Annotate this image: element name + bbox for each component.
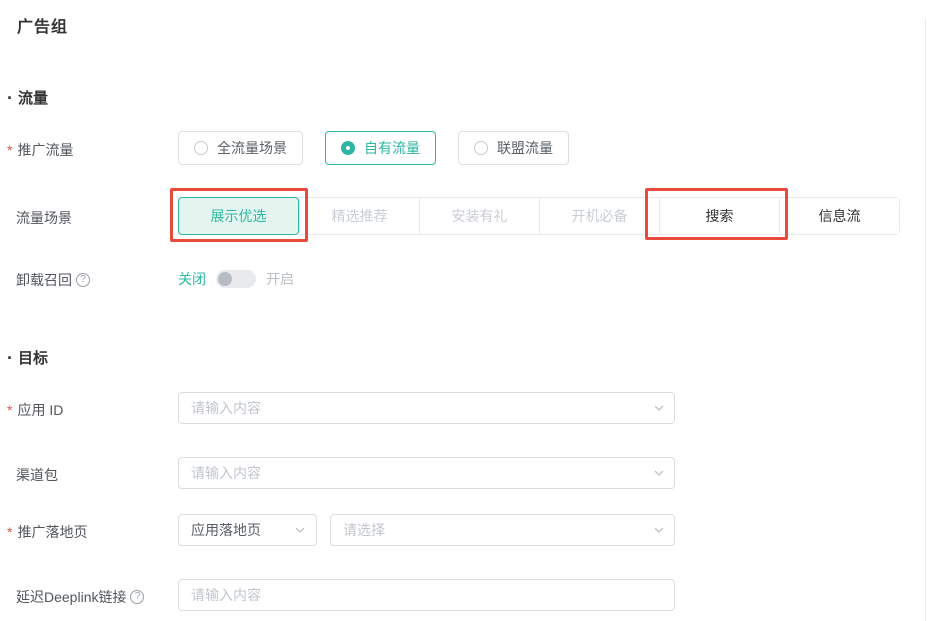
landing-page-select-input[interactable] [330,514,675,546]
channel-package-input[interactable] [178,457,675,489]
deeplink-field [178,579,675,611]
switch-off-label: 关闭 [178,271,206,287]
section-title-traffic: 流量 [18,90,49,107]
uninstall-recall-label: 卸载召回 ? [16,270,90,290]
landing-page-field [330,514,675,546]
panel-right-edge [925,18,926,621]
radio-option-alliance-traffic[interactable]: 联盟流量 [458,131,569,165]
channel-package-field [178,457,675,489]
help-icon[interactable]: ? [76,273,90,287]
uninstall-recall-control: 关闭 开启 [178,269,294,289]
deeplink-input[interactable] [178,579,675,611]
scene-tab-search[interactable]: 搜索 [659,198,779,234]
landing-type-value: 应用落地页 [191,522,261,538]
radio-icon [194,141,208,155]
traffic-scene-group: 展示优选 精选推荐 安装有礼 开机必备 搜索 信息流 [178,197,900,235]
help-icon[interactable]: ? [130,590,145,604]
page-title: 广告组 [17,19,69,36]
section-bullet: · [7,87,13,108]
channel-package-label: 渠道包 [16,467,58,483]
chevron-down-icon [653,524,665,536]
radio-icon-selected [341,141,355,155]
section-header-traffic: · 流量 [7,87,48,108]
scene-tab-install-gift: 安装有礼 [419,198,539,234]
required-asterisk: * [7,402,13,418]
switch-knob-icon [218,272,232,286]
uninstall-recall-switch[interactable] [216,270,256,288]
scene-tab-feed[interactable]: 信息流 [779,198,899,234]
section-bullet: · [7,347,13,368]
scene-tab-display-preferred[interactable]: 展示优选 [178,197,299,235]
radio-option-full-traffic[interactable]: 全流量场景 [178,131,303,165]
scene-tab-featured: 精选推荐 [299,198,419,234]
section-header-target: · 目标 [7,347,48,368]
chevron-down-icon [653,402,665,414]
app-id-input[interactable] [178,392,675,424]
chevron-down-icon [294,524,306,536]
switch-on-label: 开启 [266,271,294,287]
deeplink-label: 延迟Deeplink链接 ? [16,587,145,607]
app-id-label: * 应用 ID [7,402,64,418]
section-title-target: 目标 [18,350,49,367]
required-asterisk: * [7,524,13,540]
chevron-down-icon [653,467,665,479]
required-asterisk: * [7,142,13,158]
landing-page-label: * 推广落地页 [7,524,88,540]
radio-icon [474,141,488,155]
app-id-field [178,392,675,424]
radio-option-own-traffic[interactable]: 自有流量 [325,131,436,165]
landing-type-select[interactable]: 应用落地页 [178,514,317,546]
promo-traffic-radio-group: 全流量场景 自有流量 联盟流量 [178,131,569,165]
promo-traffic-label: * 推广流量 [7,142,74,158]
scene-tab-boot-essential: 开机必备 [539,198,659,234]
traffic-scene-label: 流量场景 [16,210,72,226]
